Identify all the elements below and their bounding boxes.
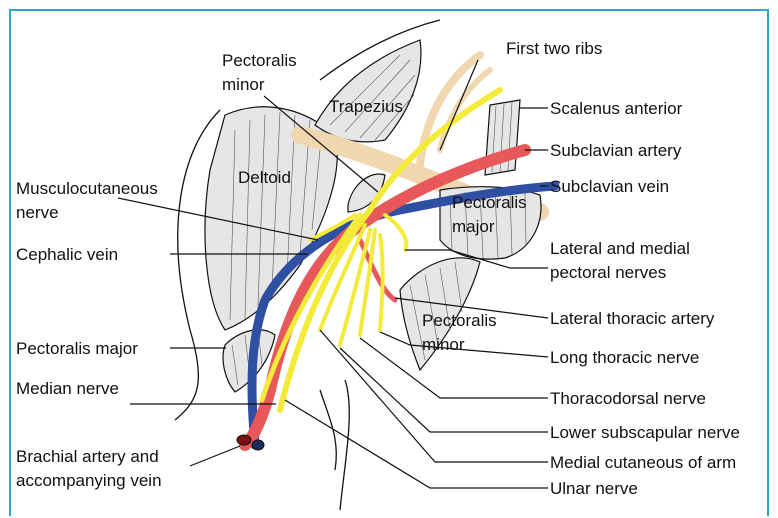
label-subclavian-vein: Subclavian vein [550, 177, 669, 196]
label-first-two-ribs: First two ribs [506, 39, 602, 58]
label-ulnar-nerve: Ulnar nerve [550, 479, 638, 498]
label-lateral-medial-pectoral-2: pectoral nerves [550, 263, 666, 282]
label-pectoralis-major-1: Pectoralis [452, 193, 527, 212]
label-deltoid: Deltoid [238, 168, 291, 187]
label-median-nerve: Median nerve [16, 379, 119, 398]
label-pectoralis-major-2: major [452, 217, 495, 236]
label-scalenus-anterior: Scalenus anterior [550, 99, 683, 118]
label-pectoralis-minor-top-2: minor [222, 75, 265, 94]
label-pectoralis-minor-2: minor [422, 335, 465, 354]
brachial-artery-cut [237, 435, 251, 445]
label-lateral-medial-pectoral-1: Lateral and medial [550, 239, 690, 258]
brachial-vein-cut [252, 440, 264, 450]
label-lower-subscapular-nerve: Lower subscapular nerve [550, 423, 740, 442]
axilla-outline [340, 380, 349, 510]
label-lateral-thoracic-artery: Lateral thoracic artery [550, 309, 715, 328]
label-musculocutaneous-2: nerve [16, 203, 59, 222]
label-medial-cutaneous: Medial cutaneous of arm [550, 453, 736, 472]
label-brachial-1: Brachial artery and [16, 447, 159, 466]
label-pectoralis-minor-1: Pectoralis [422, 311, 497, 330]
label-trapezius: Trapezius [329, 97, 403, 116]
trapezius-muscle [315, 40, 421, 142]
label-thoracodorsal-nerve: Thoracodorsal nerve [550, 389, 706, 408]
label-brachial-2: accompanying vein [16, 471, 162, 490]
label-long-thoracic-nerve: Long thoracic nerve [550, 348, 699, 367]
label-musculocutaneous-1: Musculocutaneous [16, 179, 158, 198]
label-cephalic-vein: Cephalic vein [16, 245, 118, 264]
label-subclavian-artery: Subclavian artery [550, 141, 682, 160]
label-pectoralis-major-left: Pectoralis major [16, 339, 138, 358]
label-pectoralis-minor-top-1: Pectoralis [222, 51, 297, 70]
